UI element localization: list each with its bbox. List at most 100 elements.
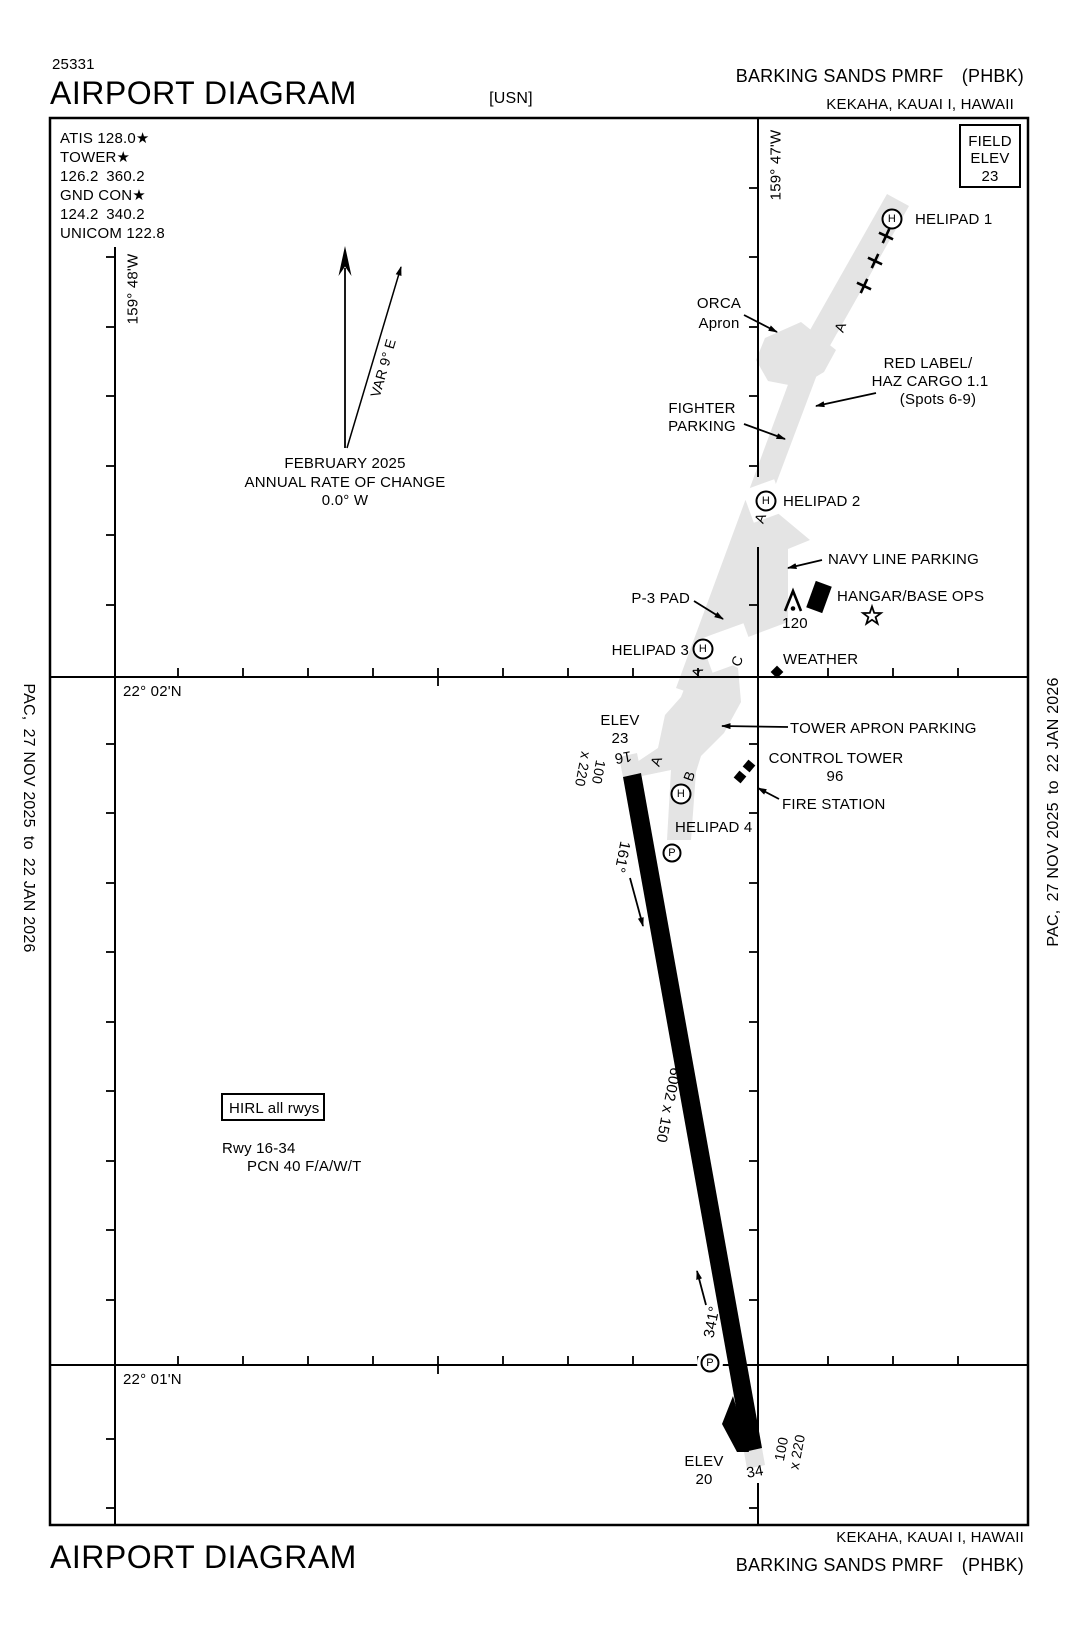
org-label: [USN] xyxy=(489,90,533,107)
lat-label-02: 22° 02'N xyxy=(123,683,182,700)
comm-gnd: GND CON★ xyxy=(60,187,146,204)
comm-gnd-freqs: 124.2 340.2 xyxy=(60,206,145,223)
runway-number-34: 34 xyxy=(745,1462,765,1482)
fire-station-arrow xyxy=(757,787,780,800)
graticule-ticks xyxy=(106,187,959,1509)
parking1-letter: P xyxy=(668,847,676,859)
antenna-icon xyxy=(783,587,803,612)
svg-text:x 220: x 220 xyxy=(572,750,594,788)
navy-line-parking-arrow xyxy=(787,559,823,569)
variation-date: FEBRUARY 2025 xyxy=(284,455,405,472)
comm-atis: ATIS 128.0★ xyxy=(60,130,150,147)
helipad2-icon xyxy=(755,490,777,512)
field-elev-box: FIELD ELEV 23 xyxy=(959,124,1021,188)
runway-pad-widening xyxy=(722,1396,749,1452)
heading-341-label: 341° xyxy=(701,1305,724,1339)
helipad4-letter: H xyxy=(677,788,685,800)
feature-labels: HELIPAD 1 HELIPAD 2 HELIPAD 3 HELIPAD 4 … xyxy=(612,211,993,836)
pcn-note-line1: Rwy 16-34 xyxy=(222,1140,296,1157)
parking2-letter: P xyxy=(706,1357,714,1369)
hangar-label: HANGAR/BASE OPS xyxy=(837,588,984,605)
helipad4-icon xyxy=(670,783,692,805)
comm-tower: TOWER★ xyxy=(60,149,130,166)
field-elev-line2: ELEV xyxy=(970,150,1009,167)
magnetic-variation-arrow xyxy=(346,266,402,449)
red-label-line3: (Spots 6-9) xyxy=(900,391,976,408)
lon-label-48: 159° 48'W xyxy=(125,253,142,324)
fighter-parking-arrow xyxy=(743,423,786,440)
helipad-symbols: H H H H P P xyxy=(662,208,903,1376)
overrun-16 xyxy=(619,753,641,777)
fighter-parking-label-1: FIGHTER xyxy=(668,400,735,417)
comm-tower-freqs: 126.2 360.2 xyxy=(60,168,145,185)
chart-number: 25331 xyxy=(52,56,95,73)
comm-box: ATIS 128.0★ TOWER★ 126.2 360.2 GND CON★ … xyxy=(60,130,165,242)
navy-line-parking-label: NAVY LINE PARKING xyxy=(828,551,979,568)
variation-note: ANNUAL RATE OF CHANGE xyxy=(245,474,446,491)
helipad3-icon xyxy=(692,638,714,660)
footer-airport: BARKING SANDS PMRF (PHBK) xyxy=(736,1555,1024,1575)
fire-station-building xyxy=(733,770,747,784)
svg-text:100: 100 xyxy=(771,1436,791,1463)
runway-surface xyxy=(623,773,762,1452)
elev34-value: 20 xyxy=(695,1471,712,1488)
helipad4-label: HELIPAD 4 xyxy=(675,819,752,836)
closed-runway-x-marks xyxy=(856,228,894,294)
fighter-parking-label-2: PARKING xyxy=(668,418,736,435)
north-variation-arrows: VAR 9° E FEBRUARY 2025 ANNUAL RATE OF CH… xyxy=(245,246,446,509)
field-elev-line1: FIELD xyxy=(968,133,1012,150)
airport-city: KEKAHA, KAUAI I, HAWAII xyxy=(826,96,1014,113)
page-title: AIRPORT DIAGRAM xyxy=(50,75,357,111)
footer-city: KEKAHA, KAUAI I, HAWAII xyxy=(836,1529,1024,1546)
fire-station-label: FIRE STATION xyxy=(782,796,886,813)
graticule xyxy=(50,118,1028,1525)
red-label-arrow xyxy=(815,392,877,408)
pcn-note-line2: PCN 40 F/A/W/T xyxy=(247,1158,361,1175)
elev34-label: ELEV xyxy=(684,1453,723,1470)
airport-name: BARKING SANDS PMRF (PHBK) xyxy=(736,66,1024,86)
elev16-value: 23 xyxy=(611,730,628,747)
comm-unicom: UNICOM 122.8 xyxy=(60,225,165,242)
heading-341-arrow xyxy=(696,1270,707,1306)
elev16-label: ELEV xyxy=(600,712,639,729)
red-label-line1: RED LABEL/ xyxy=(884,355,973,372)
heading-161-label: 161° xyxy=(611,840,634,874)
overrun16-size: 100 x 220 xyxy=(572,750,609,788)
orca-apron-arrow xyxy=(743,314,778,333)
orca-apron-label-2: Apron xyxy=(698,315,739,332)
taxiway-c-label: C xyxy=(728,653,747,668)
red-label-line2: HAZ CARGO 1.1 xyxy=(872,373,989,390)
orca-apron-label-1: ORCA xyxy=(697,295,741,312)
helipad3-letter: H xyxy=(699,643,707,655)
runway-number-16: 16 xyxy=(613,747,633,767)
helipad3-clearing xyxy=(700,623,756,673)
field-elev-value: 23 xyxy=(981,168,998,185)
overrun-34 xyxy=(744,1448,765,1469)
tower-apron-pavement xyxy=(637,648,741,840)
variation-label: VAR 9° E xyxy=(367,337,399,399)
p3-pad-arrow xyxy=(693,600,724,620)
hangar-building xyxy=(806,580,832,614)
effective-dates-right: PAC, 27 NOV 2025 to 22 JAN 2026 xyxy=(1045,677,1062,946)
control-tower-label: CONTROL TOWER xyxy=(769,750,904,767)
helipad2-label: HELIPAD 2 xyxy=(783,493,860,510)
footer-title: AIRPORT DIAGRAM xyxy=(50,1539,357,1575)
parking2-icon xyxy=(700,1353,720,1373)
apron-pavement xyxy=(637,194,909,840)
overrun34-size: 100 x 220 xyxy=(771,1433,808,1471)
helipad1-label: HELIPAD 1 xyxy=(915,211,992,228)
svg-text:x 220: x 220 xyxy=(786,1433,808,1471)
weather-label: WEATHER xyxy=(783,651,858,668)
field-elev-border xyxy=(959,124,1021,188)
beacon-star-icon xyxy=(860,603,884,626)
effective-dates-left: PAC, 27 NOV 2025 to 22 JAN 2026 xyxy=(20,683,37,952)
runway-16-34 xyxy=(619,753,765,1469)
control-tower-elev: 96 xyxy=(826,768,843,785)
helipad1-letter: H xyxy=(888,213,896,225)
antenna-height-label: 120 xyxy=(782,615,808,632)
leader-arrows xyxy=(629,314,877,1306)
hirl-note-box xyxy=(221,1093,325,1121)
control-tower-building xyxy=(742,759,756,773)
